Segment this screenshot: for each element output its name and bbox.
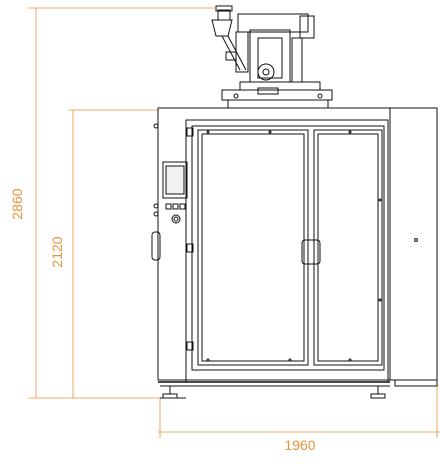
bolt	[206, 130, 210, 134]
right-foot	[370, 393, 386, 399]
collar	[257, 87, 279, 95]
hmi-screen	[165, 165, 185, 195]
cabinet-inner-frame	[185, 119, 389, 383]
hopper-neck	[217, 9, 231, 21]
door-frame	[191, 125, 385, 371]
bolt	[348, 130, 352, 134]
side-panel	[389, 107, 438, 381]
hinge-top	[186, 127, 194, 137]
control-panel	[151, 123, 188, 261]
column-inner	[257, 37, 283, 79]
bolt	[378, 298, 382, 302]
right-door	[313, 129, 383, 366]
dimension-lines	[28, 7, 440, 438]
bolt	[378, 198, 382, 202]
control-button	[179, 203, 186, 210]
left-door	[197, 129, 309, 366]
motor-cap	[299, 15, 315, 39]
side-fitting	[153, 203, 159, 209]
left-foot	[162, 393, 178, 399]
right-door-inner	[317, 133, 379, 362]
motor-housing	[237, 13, 309, 33]
hopper-top	[215, 5, 233, 12]
bolt	[268, 130, 272, 134]
emergency-stop-icon	[171, 214, 181, 224]
bolt	[206, 358, 210, 362]
hinge-mid	[186, 243, 194, 253]
dim-width: 1960	[284, 437, 315, 453]
fitting	[317, 93, 323, 99]
gear-icon	[257, 63, 275, 81]
top-base-plate-lower	[227, 99, 329, 109]
side-panel-mark	[414, 238, 418, 242]
feet	[160, 386, 386, 399]
door-handle	[301, 239, 321, 265]
control-button	[172, 203, 179, 210]
dim-total-height: 2860	[9, 188, 25, 219]
fitting	[233, 93, 239, 99]
side-fitting	[153, 123, 159, 129]
gear-hub	[262, 68, 270, 76]
right-column	[291, 37, 303, 83]
hopper-pipe	[221, 35, 241, 71]
side-panel-foot	[394, 379, 438, 387]
hopper-funnel	[211, 19, 233, 37]
main-column	[249, 29, 291, 83]
hopper-pipe-2	[227, 35, 247, 71]
cabinet	[157, 107, 438, 387]
side-valve	[225, 51, 237, 61]
bolt	[288, 358, 292, 362]
doors	[186, 125, 385, 371]
side-fitting	[153, 211, 159, 217]
top-mechanism	[211, 5, 333, 109]
hmi-screen-frame	[162, 161, 188, 199]
top-base-plate	[221, 89, 333, 101]
left-door-inner	[201, 133, 305, 362]
emergency-stop-inner	[173, 216, 179, 222]
dim-cabinet-height: 2120	[49, 236, 65, 267]
side-handle	[151, 231, 161, 261]
bolt	[348, 358, 352, 362]
control-button	[165, 203, 172, 210]
hinge-bottom	[186, 341, 194, 351]
rotary-disc	[239, 81, 321, 91]
